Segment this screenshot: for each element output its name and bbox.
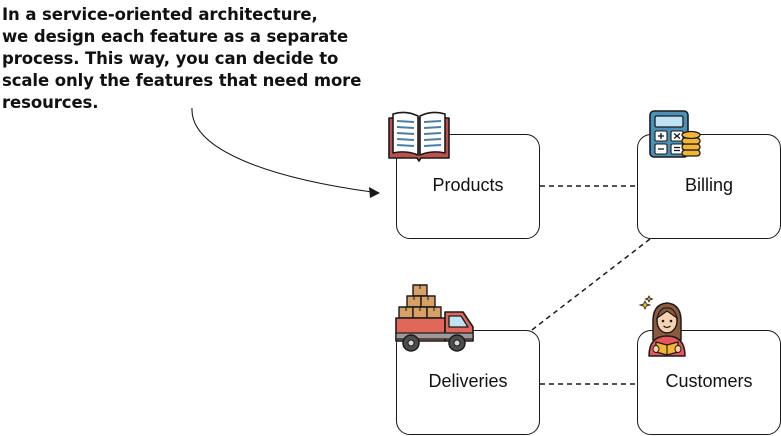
- annotation-line: scale only the features that need more: [2, 71, 362, 90]
- annotation-line: process. This way, you can decide to: [2, 49, 339, 68]
- arrowhead-icon: [369, 187, 380, 198]
- annotation-text: In a service-oriented architecture, we d…: [2, 4, 392, 114]
- node-label: Billing: [684, 175, 734, 195]
- node-label: Customers: [665, 371, 753, 391]
- open-book-icon: [388, 111, 450, 162]
- annotation-line: we design each feature as a separate: [2, 27, 349, 46]
- annotation-line: resources.: [2, 93, 99, 112]
- annotation-line: In a service-oriented architecture,: [2, 5, 318, 24]
- edge-billing-deliveries: [527, 238, 651, 334]
- arrow-curve: [191, 107, 373, 193]
- customer-woman-icon: [638, 295, 686, 357]
- node-label: Products: [432, 175, 504, 195]
- calculator-coins-icon: [649, 110, 701, 158]
- node-products: Products: [396, 134, 540, 239]
- delivery-truck-icon: [395, 284, 474, 352]
- node-label: Deliveries: [428, 371, 508, 391]
